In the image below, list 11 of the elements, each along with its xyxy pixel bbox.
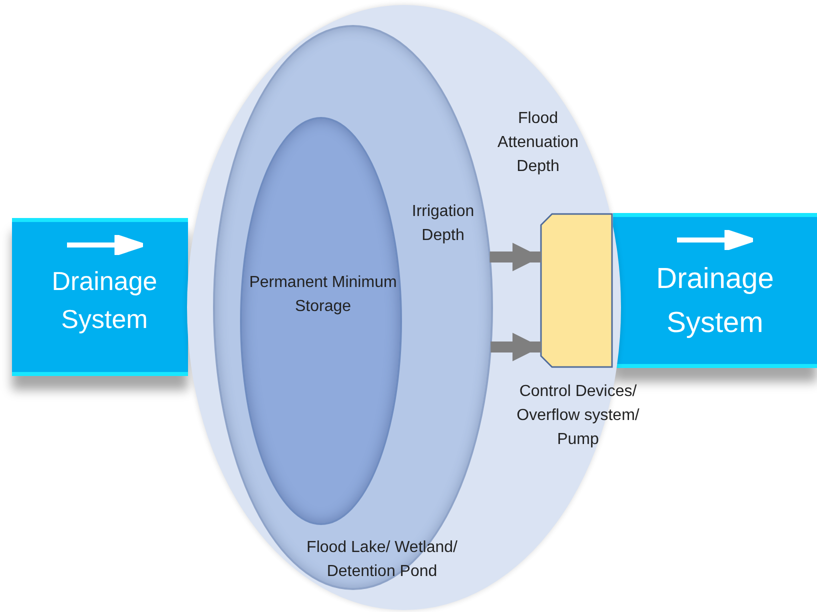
arrow xyxy=(490,332,541,362)
node-label: Permanent Minimum Storage xyxy=(248,273,398,317)
drainage-pipe xyxy=(613,213,817,368)
arrow xyxy=(490,242,541,272)
node-label: Drainage System xyxy=(50,265,158,336)
node-caption: Control Devices/ Overflow system/ Pump xyxy=(516,382,640,450)
node-label: Irrigation Depth xyxy=(410,202,476,246)
node-label: Drainage System xyxy=(655,262,775,341)
pond-label: Flood Lake/ Wetland/ Detention Pond xyxy=(306,538,458,582)
drainage-pipe xyxy=(12,218,188,376)
node-label: Flood Attenuation Depth xyxy=(496,109,580,177)
